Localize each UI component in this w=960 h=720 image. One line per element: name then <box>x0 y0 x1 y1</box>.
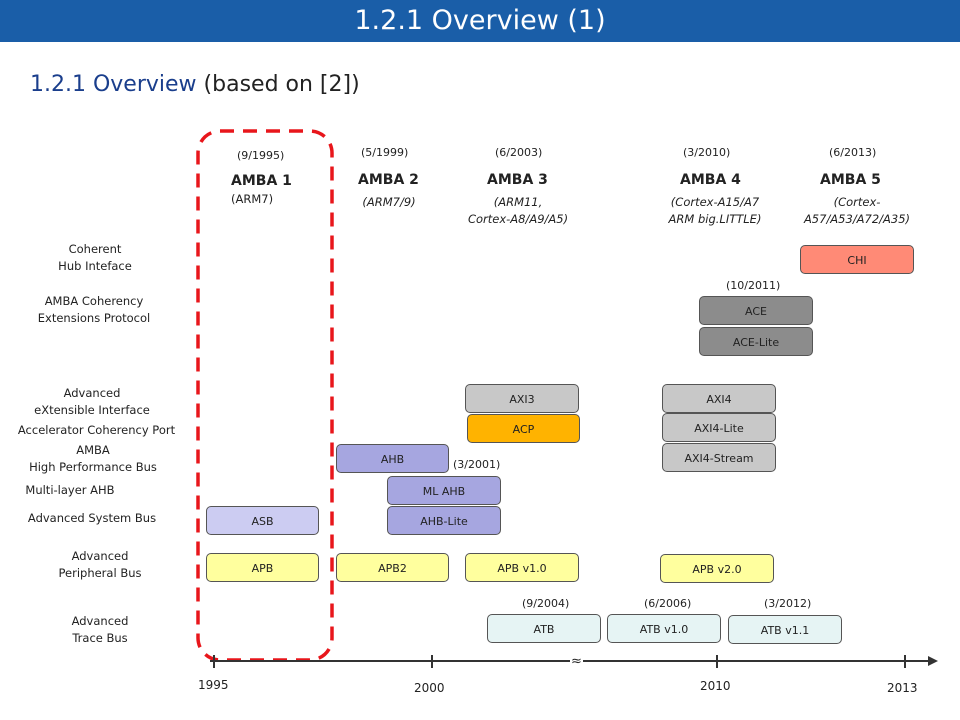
amba5-cores: (Cortex-A57/A53/A72/A35) <box>803 195 911 226</box>
atb-v11-box: ATB v1.1 <box>728 615 842 644</box>
slide-title-banner: 1.2.1 Overview (1) <box>0 0 960 42</box>
tick-label-1995: 1995 <box>198 678 229 692</box>
amba4-title: AMBA 4 <box>680 172 741 188</box>
ahb-lite-box: AHB-Lite <box>387 506 501 535</box>
axi4-lite-box: AXI4-Lite <box>662 413 776 442</box>
ml-ahb-box: ML AHB <box>387 476 501 505</box>
amba2-title: AMBA 2 <box>358 172 419 188</box>
slide-title: 1.2.1 Overview (1) <box>354 5 606 36</box>
axi4-box: AXI4 <box>662 384 776 413</box>
amba1-date: (9/1995) <box>237 149 285 162</box>
amba1-cores: (ARM7) <box>231 192 274 206</box>
apb-box: APB <box>206 553 319 582</box>
acp-box: ACP <box>467 414 580 443</box>
subtitle-source: (based on [2]) <box>196 72 360 97</box>
apb2-box: APB2 <box>336 553 449 582</box>
apb-v1-box: APB v1.0 <box>465 553 579 582</box>
amba3-date: (6/2003) <box>495 146 543 159</box>
tick-label-2000: 2000 <box>414 681 445 695</box>
tick-label-2013: 2013 <box>887 681 918 695</box>
tick-label-2010: 2010 <box>700 679 731 693</box>
atb-date: (9/2004) <box>522 597 570 610</box>
amba1-title: AMBA 1 <box>231 173 292 189</box>
apb-v2-box: APB v2.0 <box>660 554 774 583</box>
subtitle-main: 1.2.1 Overview <box>30 72 197 97</box>
amba4-date: (3/2010) <box>683 146 731 159</box>
axi3-box: AXI3 <box>465 384 579 413</box>
ace-box: ACE <box>699 296 813 325</box>
chi-box: CHI <box>800 245 914 274</box>
amba3-title: AMBA 3 <box>487 172 548 188</box>
page-subtitle: 1.2.1 Overview (based on [2]) <box>30 72 360 97</box>
ahb-lite-date: (3/2001) <box>453 458 501 471</box>
ace-lite-box: ACE-Lite <box>699 327 813 356</box>
amba3-cores: (ARM11,Cortex-A8/A9/A5) <box>467 195 569 226</box>
atb-v1-box: ATB v1.0 <box>607 614 721 643</box>
axi4-stream-box: AXI4-Stream <box>662 443 776 472</box>
row-label-acp: Accelerator Coherency Port <box>17 423 176 437</box>
ace-date: (10/2011) <box>726 279 781 292</box>
atb-v1-date: (6/2006) <box>644 597 692 610</box>
amba2-date: (5/1999) <box>361 146 409 159</box>
atb-v11-date: (3/2012) <box>764 597 812 610</box>
amba2-cores: (ARM7/9) <box>362 195 416 209</box>
amba5-title: AMBA 5 <box>820 172 881 188</box>
row-label-asb: Advanced System Bus <box>27 511 157 525</box>
asb-box: ASB <box>206 506 319 535</box>
row-label-mlahb: Multi-layer AHB <box>25 483 115 497</box>
ahb-box: AHB <box>336 444 449 473</box>
timeline-arrowhead <box>928 656 938 666</box>
amba5-date: (6/2013) <box>829 146 877 159</box>
atb-box: ATB <box>487 614 601 643</box>
timeline-break-mark: ≈ <box>570 654 583 669</box>
